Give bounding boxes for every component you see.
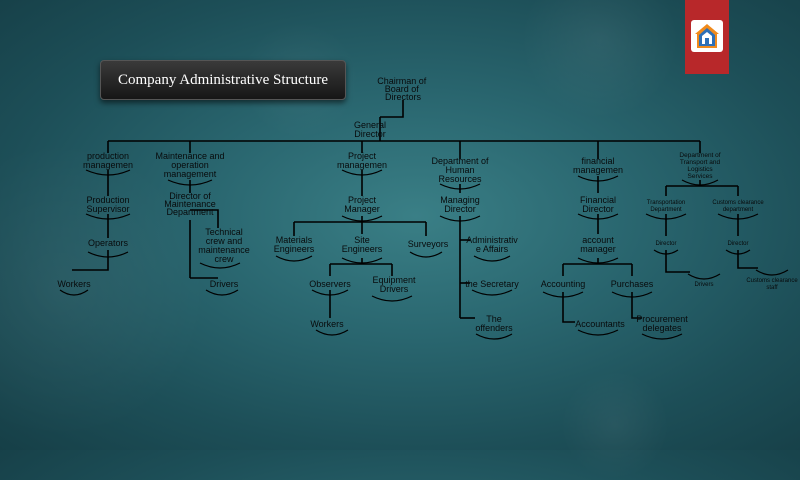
node-drivers-transport: Drivers [695, 282, 714, 288]
node-observers: Observers [309, 279, 351, 289]
node-workers-production: Workers [57, 279, 91, 289]
page-title: Company Administrative Structure [100, 60, 346, 100]
node-secretary: the Secretary [465, 279, 519, 289]
node-chairman-line-2: Board of [385, 84, 420, 94]
node-arcs [59, 169, 789, 340]
node-director-customs: Director [727, 241, 748, 247]
node-workers-site: Workers [310, 319, 344, 329]
node-director-transport: Director [655, 241, 676, 247]
node-operators: Operators [88, 238, 129, 248]
node-chairman: Chairman of [377, 76, 427, 86]
connector-lines [72, 100, 758, 323]
node-surveyors: Surveyors [408, 239, 449, 249]
node-drivers-maintenance: Drivers [210, 279, 239, 289]
svg-text:Chairman of Board of: Chairman of Board of Directors [377, 76, 429, 102]
node-accounting: Accounting [541, 279, 586, 289]
node-accountants: Accountants [575, 319, 625, 329]
node-chairman-line-3: Directors [385, 92, 422, 102]
logo-banner [685, 0, 729, 74]
house-logo-icon [691, 20, 723, 52]
node-purchases: Purchases [611, 279, 654, 289]
